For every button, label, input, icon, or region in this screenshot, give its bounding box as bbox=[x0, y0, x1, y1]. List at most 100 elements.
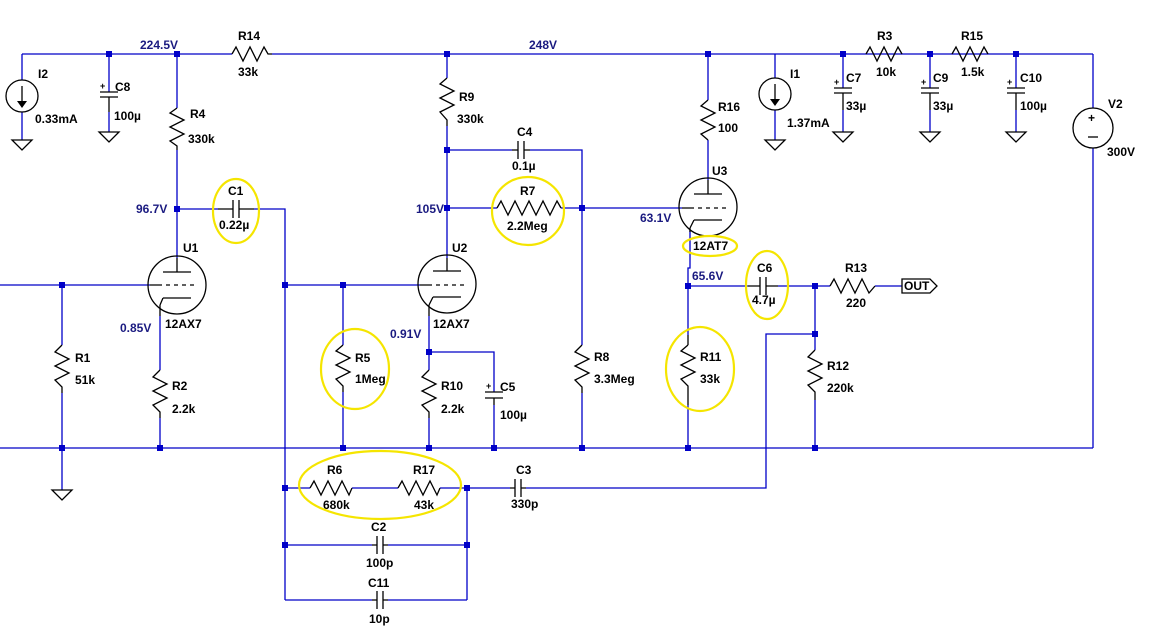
current-source-i1: I1 1.37mA bbox=[758, 67, 830, 130]
capacitor-c10: + C10 100µ bbox=[1007, 71, 1047, 113]
resistor-r9: R9 330k bbox=[438, 77, 484, 126]
highlight-r5 bbox=[319, 327, 391, 411]
c3-ref: C3 bbox=[516, 463, 532, 477]
r12-ref: R12 bbox=[827, 359, 849, 373]
resistor-r8: R8 3.3Meg bbox=[573, 344, 635, 393]
c7-ref: C7 bbox=[846, 71, 862, 85]
u3-value: 12AT7 bbox=[693, 239, 728, 253]
r3-ref: R3 bbox=[877, 29, 893, 43]
resistor-r5: R5 1Meg bbox=[334, 344, 386, 392]
highlight-u3-label bbox=[681, 234, 739, 258]
r5-value: 1Meg bbox=[355, 372, 386, 386]
c10-value: 100µ bbox=[1020, 99, 1047, 113]
net-label-63v: 63.1V bbox=[640, 211, 671, 225]
capacitor-c7: + C7 33µ bbox=[834, 71, 866, 113]
net-label-224v: 224.5V bbox=[140, 38, 178, 52]
current-source-i2: I2 0.33mA bbox=[5, 67, 78, 126]
r15-ref: R15 bbox=[961, 29, 983, 43]
r4-value: 330k bbox=[188, 132, 215, 146]
r6-value: 680k bbox=[323, 498, 350, 512]
c8-value: 100µ bbox=[114, 109, 141, 123]
u1-ref: U1 bbox=[183, 241, 199, 255]
resistor-r11: R11 33k bbox=[679, 335, 722, 405]
net-label-091v: 0.91V bbox=[390, 327, 421, 341]
net-label-65v: 65.6V bbox=[692, 269, 723, 283]
highlight-c6 bbox=[744, 249, 790, 321]
svg-text:+: + bbox=[834, 77, 839, 87]
r17-ref: R17 bbox=[413, 463, 435, 477]
r14-value: 33k bbox=[238, 65, 258, 79]
r3-value: 10k bbox=[876, 65, 896, 79]
c2-ref: C2 bbox=[371, 520, 387, 534]
net-label-96v: 96.7V bbox=[136, 202, 167, 216]
c7-value: 33µ bbox=[846, 99, 866, 113]
v2-ref: V2 bbox=[1108, 97, 1123, 111]
capacitor-c8: + C8 100µ bbox=[100, 80, 141, 123]
resistor-r6: R6 680k bbox=[309, 463, 353, 512]
c3-value: 330p bbox=[511, 497, 538, 511]
highlight-c1 bbox=[211, 177, 261, 245]
r10-value: 2.2k bbox=[441, 402, 465, 416]
resistor-r2: R2 2.2k bbox=[151, 369, 196, 418]
capacitor-c11: C11 10p bbox=[368, 576, 390, 626]
r11-ref: R11 bbox=[700, 350, 722, 364]
r7-ref: R7 bbox=[520, 184, 536, 198]
resistor-r16: R16 100 bbox=[699, 99, 740, 141]
net-label-085v: 0.85V bbox=[120, 321, 151, 335]
highlight-r7 bbox=[490, 175, 566, 247]
r8-ref: R8 bbox=[594, 350, 610, 364]
resistor-r17: R17 43k bbox=[397, 463, 441, 512]
r8-value: 3.3Meg bbox=[594, 372, 635, 386]
resistor-r7: R7 2.2Meg bbox=[496, 184, 562, 233]
resistor-r1: R1 51k bbox=[53, 344, 95, 393]
svg-text:+: + bbox=[921, 77, 926, 87]
svg-text:+: + bbox=[1088, 111, 1095, 125]
r2-ref: R2 bbox=[172, 379, 188, 393]
c6-value: 4.7µ bbox=[752, 293, 776, 307]
r14-ref: R14 bbox=[238, 29, 260, 43]
capacitor-c2: C2 100p bbox=[366, 520, 393, 570]
r16-ref: R16 bbox=[718, 100, 740, 114]
r1-ref: R1 bbox=[75, 351, 91, 365]
r7-value: 2.2Meg bbox=[507, 219, 548, 233]
capacitor-c3: C3 330p bbox=[510, 463, 538, 511]
r1-value: 51k bbox=[75, 373, 95, 387]
c9-ref: C9 bbox=[933, 71, 949, 85]
out-port-label: OUT bbox=[904, 279, 930, 293]
r11-value: 33k bbox=[700, 372, 720, 386]
c1-value: 0.22µ bbox=[219, 218, 249, 232]
u2-ref: U2 bbox=[452, 241, 468, 255]
resistor-r12: R12 220k bbox=[806, 349, 854, 400]
highlight-annotations bbox=[211, 175, 790, 521]
i1-value: 1.37mA bbox=[787, 116, 830, 130]
svg-text:+: + bbox=[100, 81, 105, 91]
out-port: OUT bbox=[901, 278, 938, 294]
r17-value: 43k bbox=[414, 498, 434, 512]
capacitor-c5: + C5 100µ bbox=[485, 380, 527, 422]
c5-ref: C5 bbox=[500, 380, 516, 394]
v2-value: 300V bbox=[1107, 145, 1135, 159]
i2-value: 0.33mA bbox=[35, 112, 78, 126]
svg-text:+: + bbox=[486, 381, 491, 391]
c4-ref: C4 bbox=[517, 125, 533, 139]
c11-value: 10p bbox=[369, 612, 390, 626]
capacitor-c6: C6 4.7µ bbox=[748, 261, 778, 307]
u1-value: 12AX7 bbox=[165, 317, 202, 331]
wires bbox=[0, 53, 1094, 601]
voltage-source-v2: + V2 300V bbox=[1072, 97, 1135, 159]
tube-u2: U2 12AX7 bbox=[417, 241, 477, 331]
resistor-r14: R14 33k bbox=[231, 29, 272, 79]
ground-symbols bbox=[10, 131, 1028, 501]
c1-ref: C1 bbox=[228, 184, 244, 198]
r12-value: 220k bbox=[827, 381, 854, 395]
capacitor-c9: + C9 33µ bbox=[921, 71, 953, 113]
net-label-248v: 248V bbox=[529, 38, 557, 52]
r13-value: 220 bbox=[846, 296, 866, 310]
resistor-r4: R4 330k bbox=[168, 107, 215, 150]
c9-value: 33µ bbox=[933, 99, 953, 113]
highlight-r6-r17 bbox=[297, 449, 463, 521]
c6-ref: C6 bbox=[757, 261, 773, 275]
resistor-r13: R13 220 bbox=[829, 261, 876, 310]
junction-dots bbox=[59, 51, 1019, 548]
